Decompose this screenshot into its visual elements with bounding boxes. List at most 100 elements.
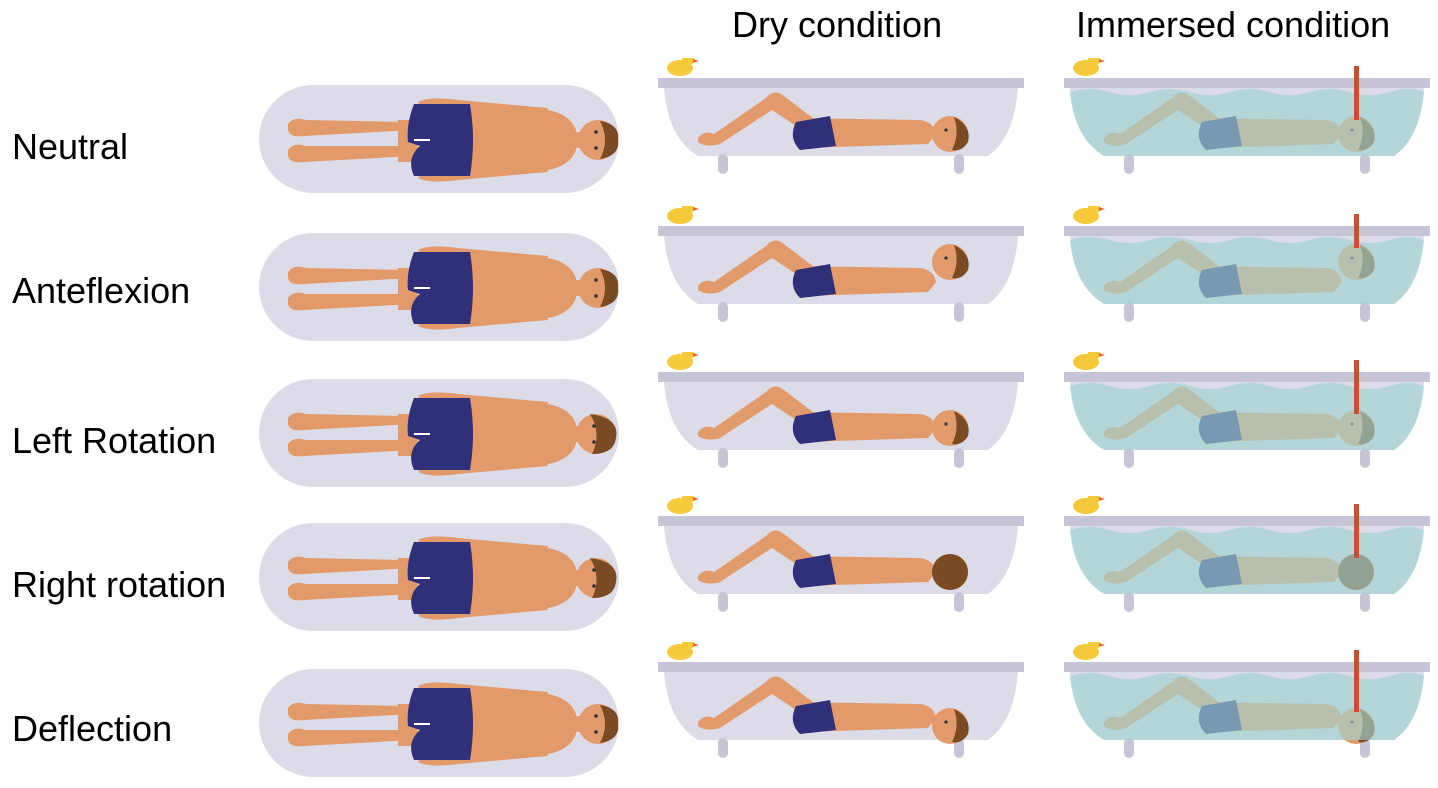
- tub-foot-right: [1360, 592, 1370, 612]
- rubber-duck: [667, 352, 699, 370]
- tub-rim: [658, 372, 1024, 382]
- tub-rim: [658, 516, 1024, 526]
- eye-upper: [594, 278, 598, 282]
- eye: [944, 422, 947, 425]
- torso: [468, 256, 576, 320]
- rubber-duck: [667, 206, 699, 224]
- tub-foot-right: [954, 154, 964, 174]
- tub-foot-left: [1124, 154, 1134, 174]
- column-header-immersed: Immersed condition: [1076, 4, 1390, 46]
- tub-foot-left: [718, 448, 728, 468]
- tub-rim: [1064, 516, 1430, 526]
- torso: [468, 402, 576, 466]
- row-label-left-rotation: Left Rotation: [12, 420, 216, 462]
- tub-foot-left: [1124, 302, 1134, 322]
- row-label-anteflexion: Anteflexion: [12, 270, 190, 312]
- eye-lower: [594, 294, 598, 298]
- top-view-figure-right-rotation: [258, 522, 622, 634]
- eye-lower: [592, 440, 596, 444]
- rubber-duck: [1073, 58, 1105, 76]
- immersed-tub-figure-deflection: [1064, 642, 1434, 766]
- immersed-tub-figure-left-rotation: [1064, 352, 1434, 476]
- rubber-duck: [1073, 496, 1105, 514]
- immersed-tub-figure-neutral: [1064, 58, 1434, 182]
- dry-tub-figure-deflection: [658, 642, 1028, 766]
- immersed-tub-figure-anteflexion: [1064, 206, 1434, 330]
- snorkel: [1354, 504, 1359, 558]
- tub-rim: [1064, 372, 1430, 382]
- tub-foot-right: [954, 448, 964, 468]
- top-view-figure-anteflexion: [258, 232, 622, 344]
- tub-rim: [658, 226, 1024, 236]
- tub-rim: [658, 662, 1024, 672]
- tub-foot-left: [1124, 448, 1134, 468]
- snorkel: [1354, 214, 1359, 248]
- duck-beak: [693, 497, 699, 501]
- water: [1070, 237, 1424, 304]
- tub-foot-right: [1360, 302, 1370, 322]
- rubber-duck: [1073, 352, 1105, 370]
- top-view-figure-left-rotation: [258, 378, 622, 490]
- hair: [932, 554, 968, 590]
- immersed-tub-figure-right-rotation: [1064, 496, 1434, 620]
- row-label-right-rotation: Right rotation: [12, 564, 226, 606]
- duck-beak: [1099, 353, 1105, 357]
- tub-rim: [1064, 78, 1430, 88]
- column-header-dry: Dry condition: [732, 4, 942, 46]
- torso: [468, 692, 576, 756]
- duck-beak: [1099, 207, 1105, 211]
- top-view-figure-deflection: [258, 668, 622, 780]
- water: [1070, 89, 1424, 156]
- snorkel: [1354, 360, 1359, 414]
- duck-beak: [1099, 497, 1105, 501]
- eye-upper: [592, 424, 596, 428]
- rubber-duck: [1073, 206, 1105, 224]
- tub-foot-right: [1360, 154, 1370, 174]
- duck-beak: [693, 207, 699, 211]
- dry-tub-figure-anteflexion: [658, 206, 1028, 330]
- torso: [468, 546, 576, 610]
- eye-upper: [594, 130, 598, 134]
- eye: [944, 720, 947, 723]
- rubber-duck: [667, 58, 699, 76]
- rubber-duck: [667, 642, 699, 660]
- row-label-deflection: Deflection: [12, 708, 172, 750]
- water: [1070, 673, 1424, 740]
- tub-rim: [1064, 662, 1430, 672]
- tub-foot-left: [1124, 738, 1134, 758]
- snorkel: [1354, 650, 1359, 712]
- tub-foot-left: [718, 302, 728, 322]
- dry-tub-figure-right-rotation: [658, 496, 1028, 620]
- tub-foot-right: [1360, 448, 1370, 468]
- duck-beak: [693, 59, 699, 63]
- eye-lower: [594, 146, 598, 150]
- tub-foot-right: [954, 592, 964, 612]
- water: [1070, 383, 1424, 450]
- tub-foot-left: [718, 592, 728, 612]
- rubber-duck: [667, 496, 699, 514]
- eye: [944, 128, 947, 131]
- water: [1070, 527, 1424, 594]
- dry-tub-figure-neutral: [658, 58, 1028, 182]
- row-label-neutral: Neutral: [12, 126, 128, 168]
- eye-lower: [592, 584, 596, 588]
- eye: [944, 256, 947, 259]
- tub-rim: [658, 78, 1024, 88]
- eye-lower: [594, 730, 598, 734]
- tub-foot-left: [1124, 592, 1134, 612]
- dry-tub-figure-left-rotation: [658, 352, 1028, 476]
- top-view-figure-neutral: [258, 84, 622, 196]
- duck-beak: [1099, 643, 1105, 647]
- tub-foot-right: [954, 302, 964, 322]
- duck-beak: [1099, 59, 1105, 63]
- tub-rim: [1064, 226, 1430, 236]
- duck-beak: [693, 353, 699, 357]
- eye-upper: [594, 714, 598, 718]
- tub-foot-left: [718, 738, 728, 758]
- snorkel: [1354, 66, 1359, 120]
- torso: [468, 108, 576, 172]
- eye-upper: [592, 568, 596, 572]
- rubber-duck: [1073, 642, 1105, 660]
- tub-foot-left: [718, 154, 728, 174]
- duck-beak: [693, 643, 699, 647]
